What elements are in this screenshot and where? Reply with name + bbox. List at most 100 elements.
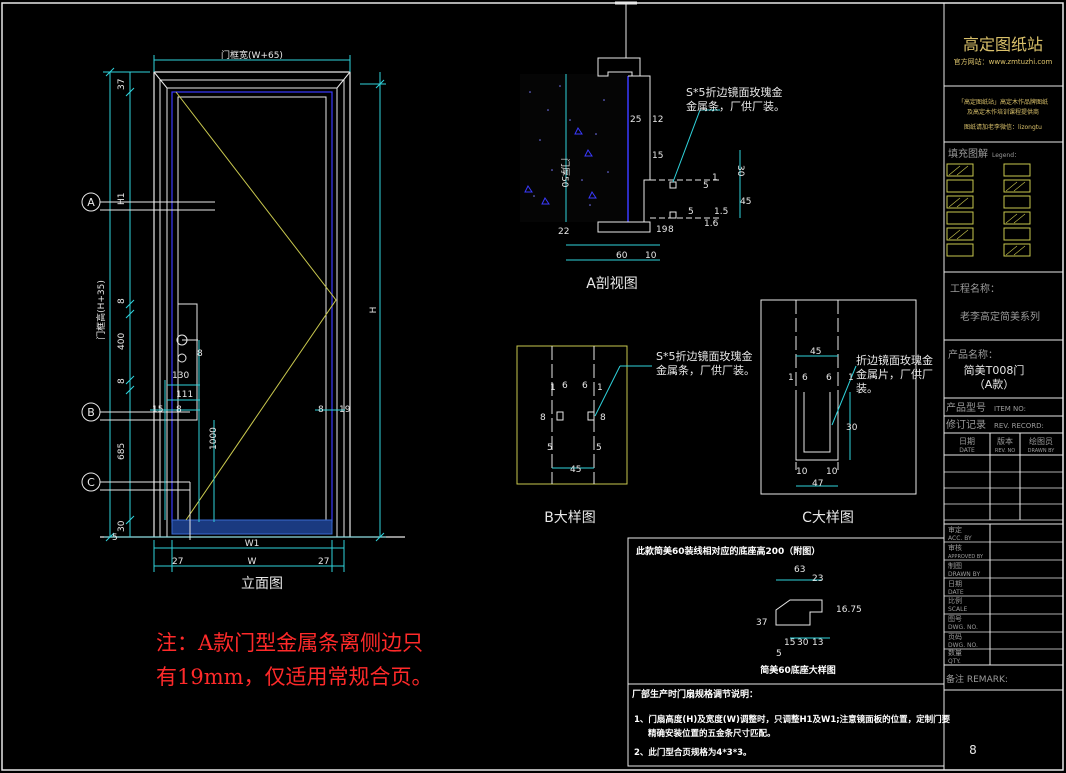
db-dim-5: 8 xyxy=(600,413,606,423)
db-dim-0: 1 xyxy=(550,383,556,393)
factory-item-1b: 精确安装位置的五金条尺寸匹配。 xyxy=(648,728,776,739)
db-dim-4: 8 xyxy=(540,413,546,423)
model-label: 产品型号 xyxy=(946,401,986,414)
marker-b-label: B xyxy=(87,406,95,419)
tn-dim-2: 37 xyxy=(756,618,767,628)
product-name-2: （A款） xyxy=(974,377,1015,391)
sa-dim-1: 12 xyxy=(652,115,663,125)
dim-height: H xyxy=(369,307,379,314)
approval-7-en: QTY. xyxy=(948,658,961,665)
section-a-thickness: 门厚50 xyxy=(559,158,571,188)
dim-mid-3: 8 xyxy=(176,405,182,415)
sa-dim-10: 19 xyxy=(656,225,668,235)
dim-width: W xyxy=(248,557,257,567)
rev-col-no-en: REV. NO xyxy=(995,448,1015,454)
sa-dim-11: 8 xyxy=(668,225,674,235)
db-dim-8: 45 xyxy=(570,465,581,475)
project-label: 工程名称： xyxy=(950,282,1000,295)
dc-dim-8: 47 xyxy=(812,479,823,489)
dc-dim-5: 30 xyxy=(846,423,858,433)
section-marker-a[interactable] xyxy=(81,192,101,212)
approval-4: 比例 xyxy=(948,596,962,605)
db-dim-2: 6 xyxy=(582,381,588,391)
section-a-note-1: S*5折边镜面玫瑰金 xyxy=(686,85,782,99)
section-marker-b[interactable] xyxy=(81,402,101,422)
rev-col-date-en: DATE xyxy=(959,447,975,454)
factory-title: 厂部生产时门扇规格调节说明： xyxy=(632,688,758,700)
approval-0-en: ACC. BY xyxy=(948,535,972,542)
model-en: ITEM NO: xyxy=(994,405,1026,413)
approval-6: 页码 xyxy=(948,633,962,641)
approval-7: 数量 xyxy=(948,648,962,657)
dim-left-5: 685 xyxy=(117,443,127,460)
legend-sub: Legend： xyxy=(992,152,1020,159)
rev-col-by-en: DRAWN BY xyxy=(1028,448,1056,454)
tn-dim-0: 63 xyxy=(794,565,805,575)
warning-line-2: 有19mm，仅适用常规合页。 xyxy=(156,665,433,689)
detail-b-note-2: 金属条，厂供厂装。 xyxy=(656,363,755,377)
detail-b-note-1: S*5折边镜面玫瑰金 xyxy=(656,349,752,363)
tn-dim-4: 30 xyxy=(797,638,809,648)
factory-item-1: 1、门扇高度(H)及宽度(W)调整时，只调整H1及W1;注意镜面板的位置，定制门… xyxy=(634,714,951,725)
approval-1-en: APPROVED BY xyxy=(948,554,984,560)
dim-mid-9: 27 xyxy=(318,557,329,567)
detail-c-note-1: 折边镜面玫瑰金 xyxy=(856,353,933,367)
section-marker-c[interactable] xyxy=(81,472,101,492)
rev-col-date: 日期 xyxy=(959,437,975,446)
rev-col-by: 绘图员 xyxy=(1029,436,1053,446)
dim-frame-width: 门框宽(W+65) xyxy=(221,49,283,61)
detail-b-view xyxy=(516,345,652,485)
approval-3: 日期 xyxy=(948,580,962,588)
dim-left-4: 8 xyxy=(117,378,127,384)
elevation-view xyxy=(100,55,405,572)
section-a-view xyxy=(520,57,741,261)
dim-mid-6: 8 xyxy=(318,405,324,415)
dc-dim-7: 10 xyxy=(826,467,838,477)
factory-item-2: 2、此门型合页规格为4*3*3。 xyxy=(634,747,752,758)
approval-2-en: DRAWN BY xyxy=(948,571,980,578)
sa-dim-5: 1 xyxy=(712,173,718,183)
rev-label: 修订记录 xyxy=(946,418,986,431)
section-a-note-2: 金属条，厂供厂装。 xyxy=(686,99,785,113)
dim-left-0: 37 xyxy=(117,79,127,90)
dc-dim-2: 6 xyxy=(802,373,808,383)
rev-col-no: 版本 xyxy=(997,436,1013,446)
project-name: 老李高定简美系列 xyxy=(960,310,1040,323)
tn-dim-1: 23 xyxy=(812,574,823,584)
approval-3-en: DATE xyxy=(948,589,964,596)
detail-b-caption: B大样图 xyxy=(544,510,596,526)
db-dim-1: 6 xyxy=(562,381,568,391)
db-dim-6: 5 xyxy=(547,443,553,453)
sa-dim-8: 5 xyxy=(688,207,694,217)
brand-name: 高定图纸站 xyxy=(963,35,1043,54)
dc-dim-1: 1 xyxy=(788,373,794,383)
detail-c-note-3: 装。 xyxy=(856,382,878,395)
sa-dim-6: 1.5 xyxy=(714,207,728,217)
rev-en: REV. RECORD: xyxy=(994,422,1044,430)
approval-6-en: DWG. NO. xyxy=(948,642,978,649)
dim-frame-height: 门框高(H+35) xyxy=(95,280,107,340)
sa-dim-9: 1.6 xyxy=(704,219,719,229)
detail-c-note-2: 金属片，厂供厂 xyxy=(856,367,933,381)
sa-dim-0: 25 xyxy=(630,115,641,125)
legend-title: 填充图解 xyxy=(948,147,988,160)
dim-left-7: 5 xyxy=(112,533,118,543)
approval-5-en: DWG. NO. xyxy=(948,624,978,631)
elevation-caption: 立面图 xyxy=(241,576,283,592)
dim-left-3: 400 xyxy=(117,333,127,350)
dc-dim-6: 10 xyxy=(796,467,808,477)
db-dim-7: 5 xyxy=(596,443,602,453)
title-block xyxy=(943,3,1063,770)
tn-dim-5: 13 xyxy=(812,638,823,648)
dim-inner-width: W1 xyxy=(245,539,260,549)
sa-dim-13: 60 xyxy=(616,251,628,261)
remark-label: 备注 REMARK: xyxy=(946,673,1008,685)
dim-mid-0: 130 xyxy=(172,371,189,381)
approval-2: 制图 xyxy=(948,561,962,570)
brand-contact: 图纸请加老李微信：lizongtu xyxy=(964,123,1042,131)
dim-left-1: H1 xyxy=(117,193,127,206)
section-a-caption: A剖视图 xyxy=(586,276,638,292)
tn-dim-3: 15 xyxy=(784,638,795,648)
dim-mid-2: 15 xyxy=(152,405,163,415)
